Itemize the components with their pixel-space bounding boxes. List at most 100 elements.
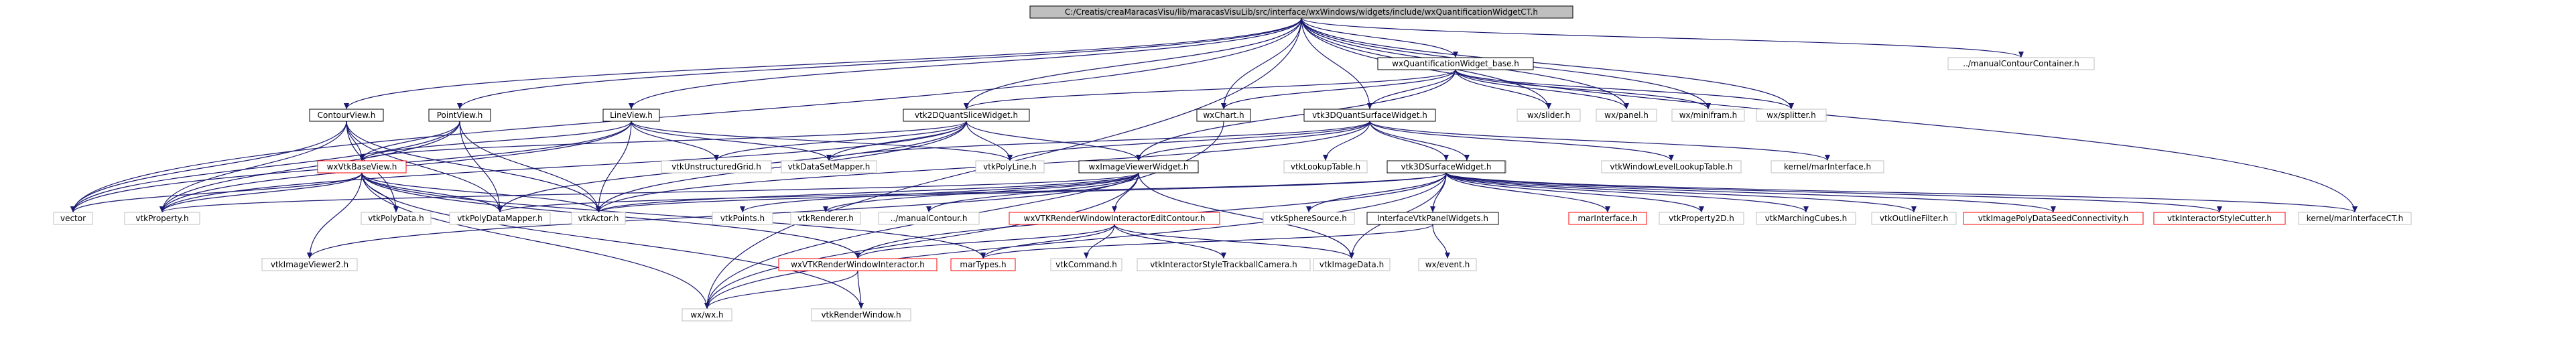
node-label: vtkPolyLine.h [983, 162, 1037, 172]
node-label: vtkPolyData.h [368, 214, 424, 223]
edge-lineview-to-vtkpolyline [631, 121, 1013, 161]
edge-pointview-to-vtkpolydatamapper [459, 121, 503, 213]
node-wxvtkbaseview-h[interactable]: wxVtkBaseView.h [317, 160, 407, 174]
node-label: vtkMarchingCubes.h [1765, 214, 1848, 223]
edge-pointview-to-vector [70, 121, 460, 213]
edge-root-to-pointview [457, 17, 1302, 110]
node-layer: C:/Creatis/creaMaracasVisu/lib/maracasVi… [53, 5, 2412, 322]
node-label: vtkInteractorStyleCutter.h [2167, 214, 2272, 223]
node-vector[interactable]: vector [53, 212, 93, 225]
node-wx-splitter-h[interactable]: wx/splitter.h [1756, 109, 1827, 122]
node-vtkinteractorstyletrackballcamera-h[interactable]: vtkInteractorStyleTrackballCamera.h [1137, 258, 1311, 271]
edge-contourview-to-vector [70, 121, 347, 213]
node-box [53, 212, 93, 225]
node-wxvtkrenderwindowinteractoreditcontour-h[interactable]: wxVTKRenderWindowInteractorEditContour.h [1009, 212, 1220, 225]
node-vtkunstructuredgrid-h[interactable]: vtkUnstructuredGrid.h [661, 160, 772, 174]
node-vtkoutlinefilter-h[interactable]: vtkOutlineFilter.h [1871, 212, 1957, 225]
node-lineview-h[interactable]: LineView.h [602, 109, 660, 122]
node-marinterface-h[interactable]: marInterface.h [1568, 212, 1647, 225]
node-wximageviewerwidget-h[interactable]: wxImageViewerWidget.h [1078, 160, 1199, 174]
node-vtkdatasetmapper-h[interactable]: vtkDataSetMapper.h [781, 160, 877, 174]
node-wx-slider-h[interactable]: wx/slider.h [1517, 109, 1581, 122]
node-wxchart-h[interactable]: wxChart.h [1196, 109, 1251, 122]
node-vtk3dsurfacewidget-h[interactable]: vtk3DSurfaceWidget.h [1387, 160, 1506, 174]
node-label: vtkDataSetMapper.h [788, 162, 871, 172]
node-box [124, 212, 200, 225]
node-label: InterfaceVtkPanelWidgets.h [1377, 214, 1488, 223]
edge-root-to-vtk3dquant [1301, 17, 1372, 110]
node-pointview-h[interactable]: PointView.h [428, 109, 491, 122]
edge-wximageviewer-to-wxwx [704, 172, 1139, 310]
node-vtkpolydata-h[interactable]: vtkPolyData.h [361, 212, 432, 225]
node-kernel-marinterfacect-h[interactable]: kernel/marInterfaceCT.h [2298, 212, 2412, 225]
node-wx-wx-h[interactable]: wx/wx.h [682, 308, 732, 322]
edge-root-to-kernelmarinterfacect [1301, 17, 2358, 213]
node-manualcontourcontainer-h[interactable]: ../manualContourContainer.h [1947, 57, 2095, 70]
edge-wxvtkrwieditcontour-to-wxvtkrwi [855, 224, 1115, 259]
node-box [1418, 258, 1477, 271]
node-wx-minifram-h[interactable]: wx/minifram.h [1671, 109, 1745, 122]
node-wxvtkrenderwindowinteractor-h[interactable]: wxVTKRenderWindowInteractor.h [778, 258, 938, 271]
node-vtkinteractorstylecutter-h[interactable]: vtkInteractorStyleCutter.h [2153, 212, 2286, 225]
node-vtkrenderwindow-h[interactable]: vtkRenderWindow.h [811, 308, 911, 322]
node-vtkrenderer-h[interactable]: vtkRenderer.h [790, 212, 861, 225]
node-vtkwindowlevellookuptable-h[interactable]: vtkWindowLevelLookupTable.h [1601, 160, 1742, 174]
node-box [1601, 160, 1742, 174]
node-label: vtkLookupTable.h [1291, 162, 1360, 172]
node-vtkimageviewer2-h[interactable]: vtkImageViewer2.h [261, 258, 358, 271]
node-box [903, 109, 1030, 122]
node-vtk3dquantsurfacewidget-h[interactable]: vtk3DQuantSurfaceWidget.h [1303, 109, 1436, 122]
node-vtk2dquantslicewidget-h[interactable]: vtk2DQuantSliceWidget.h [903, 109, 1030, 122]
node-label: vtkRenderer.h [797, 214, 854, 223]
node-vtkpolydatamapper-h[interactable]: vtkPolyDataMapper.h [449, 212, 551, 225]
node-vtklookuptable-h[interactable]: vtkLookupTable.h [1283, 160, 1368, 174]
node-martypes-h[interactable]: marTypes.h [950, 258, 1016, 271]
node-label: vtkPoints.h [720, 214, 765, 223]
edge-vtk3dquant-to-vtkdatasetmapper [826, 121, 1370, 161]
node-label: wx/event.h [1425, 260, 1470, 269]
node-wx-event-h[interactable]: wx/event.h [1418, 258, 1477, 271]
node-vtkimagedata-h[interactable]: vtkImageData.h [1313, 258, 1391, 271]
node-label: vtkRenderWindow.h [821, 310, 901, 320]
edge-wxvtkbaseview-to-vtkpolydatamapper [361, 172, 503, 213]
node-vtkpolyline-h[interactable]: vtkPolyLine.h [975, 160, 1045, 174]
node-label: vtk2DQuantSliceWidget.h [915, 111, 1018, 120]
node-vtkpoints-h[interactable]: vtkPoints.h [712, 212, 773, 225]
node-box [1029, 5, 1573, 19]
node-box [1009, 212, 1220, 225]
node-box [361, 212, 432, 225]
edge-wximageviewer-to-vtkpoints [740, 172, 1139, 213]
node-vtkproperty2d-h[interactable]: vtkProperty2D.h [1659, 212, 1744, 225]
node-label: vtkImageData.h [1319, 260, 1384, 269]
node-kernel-marinterface-h[interactable]: kernel/marInterface.h [1770, 160, 1884, 174]
node-label: vtkUnstructuredGrid.h [671, 162, 761, 172]
node-label: C:/Creatis/creaMaracasVisu/lib/maracasVi… [1065, 7, 1538, 17]
edge-vtk3dsurface-to-vtkimagepolydataseed [1445, 172, 2056, 213]
edge-wxvtkrwi-to-vtkrenderwindow [857, 270, 864, 310]
node-box [1871, 212, 1957, 225]
edge-lineview-to-wxvtkbaseview [359, 121, 632, 161]
node-vtkspheresource-h[interactable]: vtkSphereSource.h [1263, 212, 1355, 225]
node-wxquantificationwidget-base-h[interactable]: wxQuantificationWidget_base.h [1377, 57, 1534, 70]
edge-vtk3dquant-to-wximageviewer [1136, 121, 1370, 161]
node-label: vtk3DSurfaceWidget.h [1401, 162, 1491, 172]
node-vtkactor-h[interactable]: vtkActor.h [571, 212, 626, 225]
node-label: PointView.h [437, 111, 483, 120]
node-vtkmarchingcubes-h[interactable]: vtkMarchingCubes.h [1756, 212, 1856, 225]
node-manualcontour-h[interactable]: ../manualContour.h [878, 212, 980, 225]
node-vtkimagepolydataseedconnectivity-h[interactable]: vtkImagePolyDataSeedConnectivity.h [1963, 212, 2144, 225]
node-label: wx/minifram.h [1679, 111, 1738, 120]
node-box [1303, 109, 1436, 122]
node-label: vtk3DQuantSurfaceWidget.h [1312, 111, 1427, 120]
node-box [602, 109, 660, 122]
edge-lineview-to-vtkactor [596, 121, 632, 213]
node-c-creatis-creamaracasvisu-lib-maracasvisulib-src-interface-wxwindows-widgets-include-wxquantificationwidgetct-h[interactable]: C:/Creatis/creaMaracasVisu/lib/maracasVi… [1029, 5, 1573, 19]
node-label: wx/slider.h [1527, 111, 1570, 120]
node-vtkproperty-h[interactable]: vtkProperty.h [124, 212, 200, 225]
node-wx-panel-h[interactable]: wx/panel.h [1596, 109, 1657, 122]
edge-wxvtkbaseview-to-wxwx [361, 172, 710, 310]
node-interfacevtkpanelwidgets-h[interactable]: InterfaceVtkPanelWidgets.h [1366, 212, 1499, 225]
node-label: vtkInteractorStyleTrackballCamera.h [1150, 260, 1297, 269]
node-vtkcommand-h[interactable]: vtkCommand.h [1050, 258, 1122, 271]
node-contourview-h[interactable]: ContourView.h [309, 109, 384, 122]
